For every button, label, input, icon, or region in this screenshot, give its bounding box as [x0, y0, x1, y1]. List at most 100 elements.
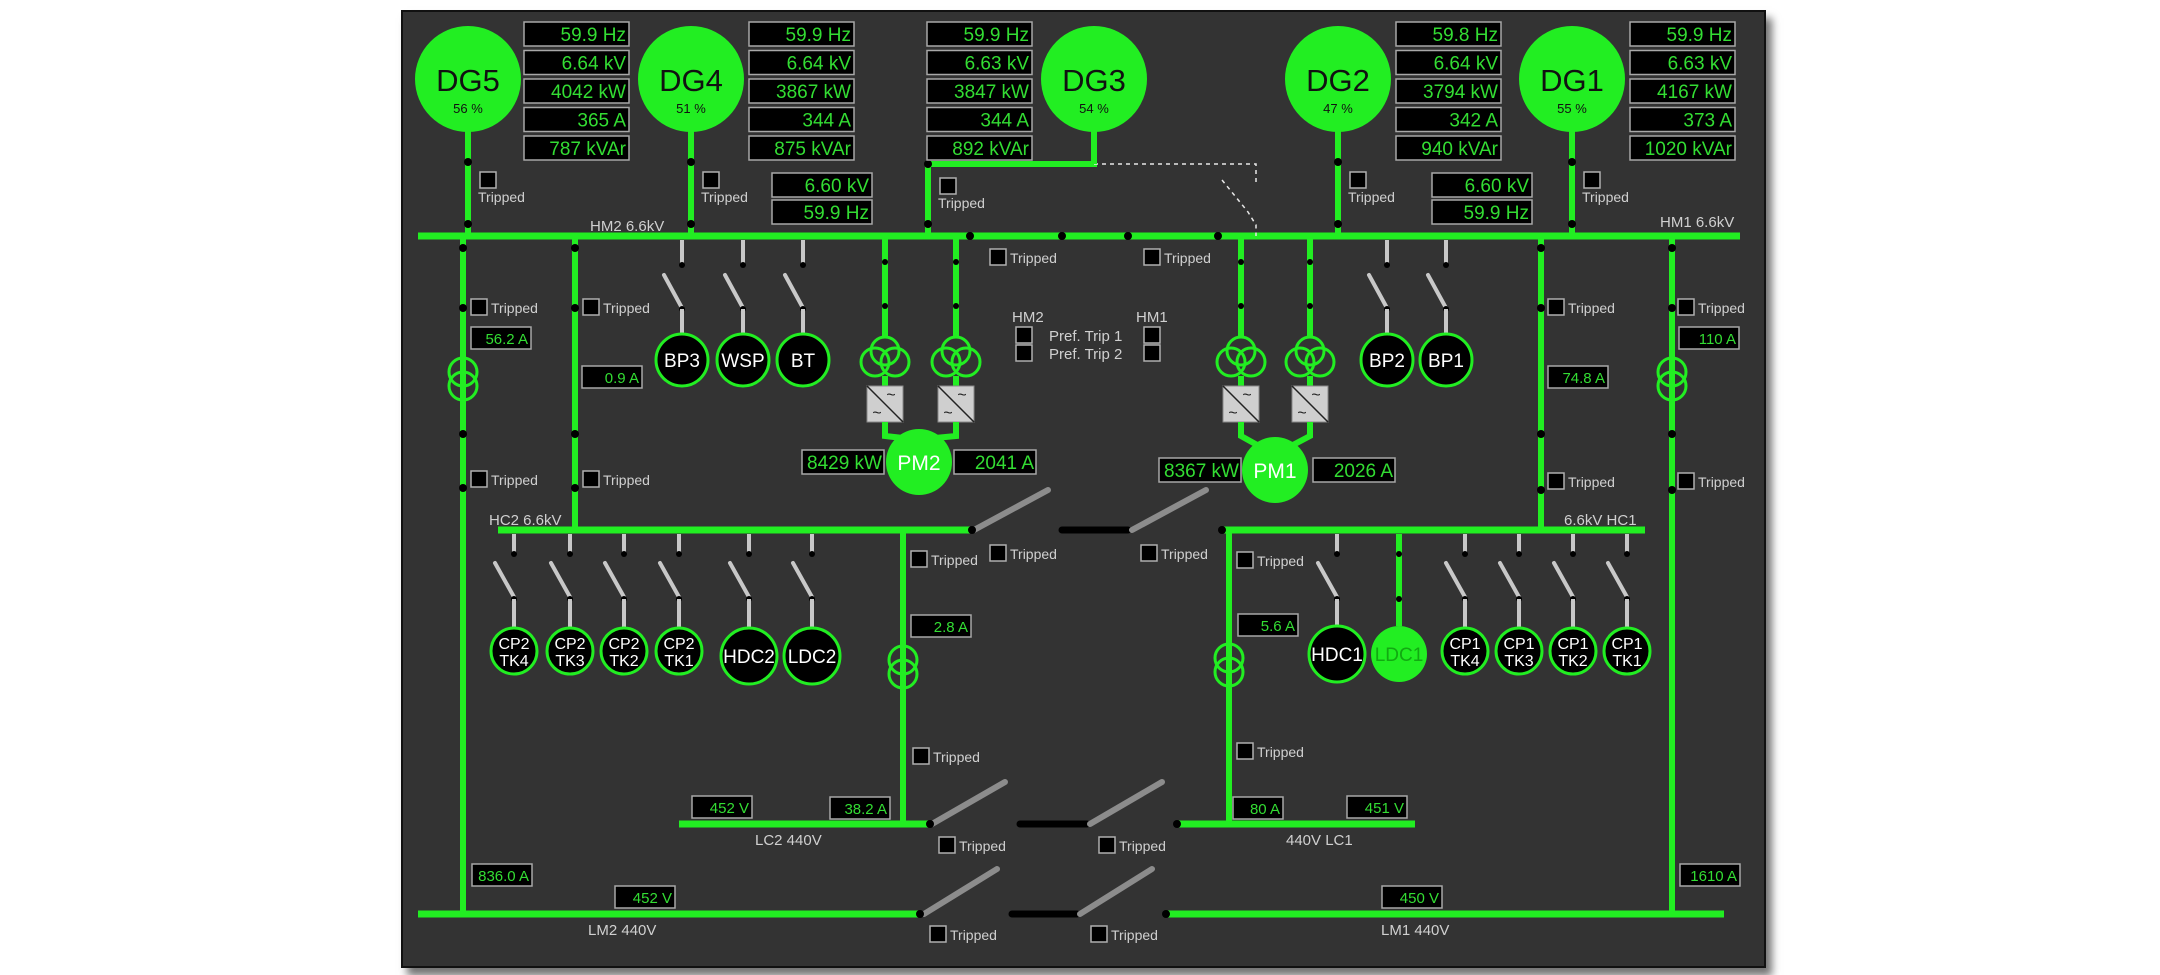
load-wsp[interactable]: WSP — [715, 332, 771, 388]
load-cp2-tk1-circle[interactable] — [654, 626, 704, 676]
dg4-generator-circle[interactable] — [638, 26, 744, 132]
load-cp1-tk2-circle[interactable] — [1548, 626, 1598, 676]
load-ldc2-breaker-switch[interactable] — [791, 561, 814, 599]
load-bp1[interactable]: BP1 — [1418, 332, 1474, 388]
load-hdc2[interactable]: HDC2 — [719, 626, 779, 686]
load-ldc1-circle[interactable] — [1371, 626, 1427, 682]
pm2-propulsion-motor[interactable]: PM2 — [886, 429, 952, 495]
hm1-lm1-lower-trip-checkbox[interactable] — [1677, 472, 1695, 490]
load-ldc2-circle[interactable] — [782, 626, 842, 686]
dg3-trip-checkbox[interactable] — [939, 177, 957, 195]
hc1-lc1-lower-trip-checkbox[interactable] — [1236, 742, 1254, 760]
load-bp1-breaker-switch[interactable] — [1426, 273, 1448, 310]
load-bp1-circle[interactable] — [1418, 332, 1474, 388]
load-cp2-tk3-breaker-switch[interactable] — [549, 561, 572, 599]
hc2-lc2-upper-trip-checkbox[interactable] — [910, 550, 928, 568]
load-cp1-tk4-breaker-switch[interactable] — [1444, 561, 1467, 599]
load-bp2-breaker-switch[interactable] — [1367, 273, 1389, 310]
hm1-pref-trip-2-checkbox[interactable] — [1143, 344, 1161, 362]
hm1-hc1-upper-trip-checkbox[interactable] — [1547, 298, 1565, 316]
load-wsp-breaker-switch[interactable] — [723, 273, 745, 310]
load-cp1-tk1-breaker-switch[interactable] — [1606, 561, 1629, 599]
hm2-tie-trip-checkbox[interactable] — [989, 248, 1007, 266]
load-bt-breaker-switch[interactable] — [783, 273, 805, 310]
lc1-tie-trip-checkbox[interactable] — [1098, 836, 1116, 854]
load-cp1-tk3-breaker-switch[interactable] — [1498, 561, 1521, 599]
hc1-tie-trip-checkbox[interactable] — [1140, 544, 1158, 562]
load-hdc2-circle[interactable] — [719, 626, 779, 686]
hm2-pref-trip-2-checkbox[interactable] — [1015, 344, 1033, 362]
hm2-hc2-upper-trip-checkbox[interactable] — [582, 298, 600, 316]
load-cp2-tk4-breaker-switch[interactable] — [493, 561, 516, 599]
load-ldc1[interactable]: LDC1 — [1371, 626, 1427, 682]
load-hdc1-circle[interactable] — [1307, 624, 1367, 684]
load-bt-circle[interactable] — [775, 332, 831, 388]
lc1-tie-breaker-open[interactable] — [1087, 779, 1165, 827]
dg5-trip-checkbox[interactable] — [479, 171, 497, 189]
lm1-tie-trip-checkbox[interactable] — [1090, 925, 1108, 943]
load-bp2[interactable]: BP2 — [1359, 332, 1415, 388]
lc2-tie-breaker-open[interactable] — [929, 779, 1008, 827]
dg1-generator-circle[interactable] — [1519, 26, 1625, 132]
lc2-tie-trip-checkbox[interactable] — [938, 836, 956, 854]
hc2-lc2-lower-trip-checkbox[interactable] — [912, 747, 930, 765]
dg1-trip-checkbox[interactable] — [1583, 171, 1601, 189]
pm1-propulsion-motor[interactable]: PM1 — [1242, 437, 1308, 503]
lm2-tie-breaker-open[interactable] — [921, 866, 1000, 917]
hm1-lm1-upper-trip-checkbox[interactable] — [1677, 298, 1695, 316]
load-cp2-tk4-circle[interactable] — [489, 626, 539, 676]
lm2-tie-trip-checkbox[interactable] — [929, 925, 947, 943]
load-ldc2[interactable]: LDC2 — [782, 626, 842, 686]
hc2-tie-trip-checkbox[interactable] — [989, 544, 1007, 562]
dg2-generator-circle[interactable] — [1285, 26, 1391, 132]
load-cp2-tk1-breaker-switch[interactable] — [658, 561, 681, 599]
hc1-tie-breaker-open[interactable] — [1129, 487, 1209, 533]
hc1-lc1-upper-trip-checkbox[interactable] — [1236, 551, 1254, 569]
load-cp1-tk2-breaker-switch[interactable] — [1552, 561, 1575, 599]
load-hdc2-breaker-switch[interactable] — [728, 561, 751, 599]
hm1-tie-trip-checkbox[interactable] — [1143, 248, 1161, 266]
pm1-motor-circle[interactable] — [1242, 437, 1308, 503]
svg-text:~: ~ — [957, 387, 966, 404]
load-cp1-tk1-circle[interactable] — [1602, 626, 1652, 676]
hm2-hc2-lower-trip-checkbox[interactable] — [582, 470, 600, 488]
load-hdc1-breaker-switch[interactable] — [1316, 561, 1339, 599]
load-bt[interactable]: BT — [775, 332, 831, 388]
hm1-pref-trip-1-checkbox[interactable] — [1143, 326, 1161, 344]
hc2-tie-breaker-open[interactable] — [971, 487, 1051, 533]
hm2-pref-trip-1-checkbox[interactable] — [1015, 326, 1033, 344]
load-cp2-tk3-circle[interactable] — [545, 626, 595, 676]
lm1-tie-breaker-open[interactable] — [1077, 866, 1155, 917]
load-bp3-circle[interactable] — [654, 332, 710, 388]
load-cp1-tk4-circle[interactable] — [1440, 626, 1490, 676]
load-cp1-tk3-circle[interactable] — [1494, 626, 1544, 676]
load-cp2-tk2-breaker-switch[interactable] — [603, 561, 626, 599]
load-bp3[interactable]: BP3 — [654, 332, 710, 388]
pm2-motor-circle[interactable] — [886, 429, 952, 495]
load-bp2-circle[interactable] — [1359, 332, 1415, 388]
dg4-trip-checkbox[interactable] — [702, 171, 720, 189]
load-wsp-circle[interactable] — [715, 332, 771, 388]
hm2-lm2-lower-trip-checkbox[interactable] — [470, 470, 488, 488]
hm1-hc1-lower-trip-checkbox[interactable] — [1547, 472, 1565, 490]
dg3-generator-circle[interactable] — [1041, 26, 1147, 132]
hm2-lm2-upper-trip-checkbox[interactable] — [470, 298, 488, 316]
dg5-generator-circle[interactable] — [415, 26, 521, 132]
load-bp3-breaker-switch[interactable] — [662, 273, 684, 310]
load-hdc1[interactable]: HDC1 — [1307, 624, 1367, 684]
load-cp2-tk2-circle[interactable] — [599, 626, 649, 676]
dg2-trip-checkbox[interactable] — [1349, 171, 1367, 189]
